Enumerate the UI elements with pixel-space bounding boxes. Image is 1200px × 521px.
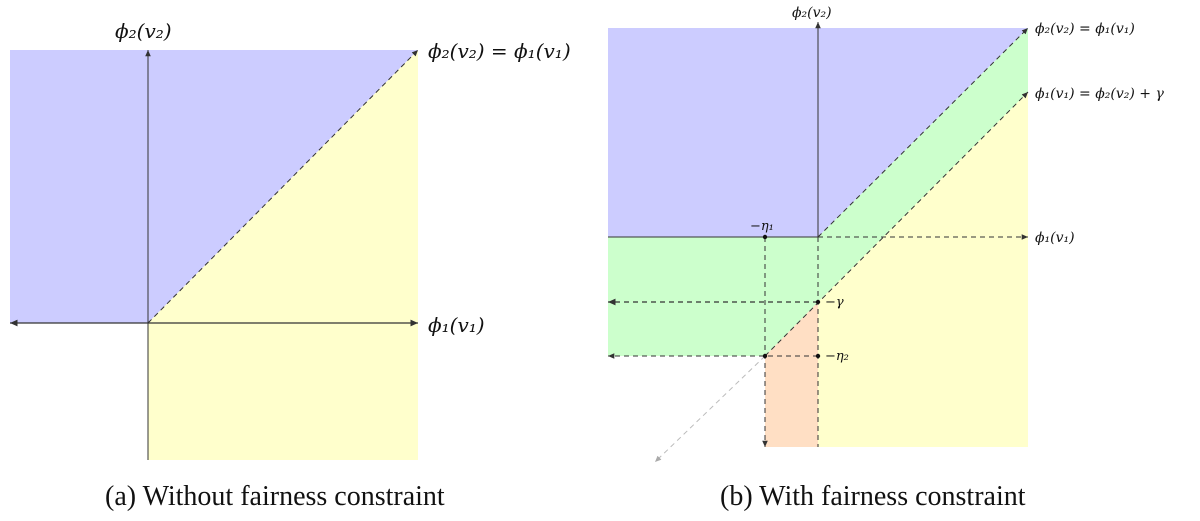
- region-b-yellow: [818, 92, 1028, 447]
- shifted-diagonal-b: [764, 91, 1029, 357]
- eta2-point-b: [815, 353, 821, 359]
- intersect-point-b: [762, 353, 768, 359]
- x-axis-label-b: ϕ₁(v₁): [1035, 230, 1075, 246]
- extension-line-b: [654, 355, 766, 463]
- diagonal-line-b: [817, 27, 1029, 238]
- gamma-label-b: −γ: [825, 295, 844, 310]
- region-a-blue: [10, 50, 418, 323]
- diagonal-label-b: ϕ₂(v₂) = ϕ₁(v₁): [1035, 21, 1135, 37]
- eta1-point-b: [762, 234, 768, 240]
- gamma-point-b: [815, 299, 821, 305]
- y-axis-label-a: ϕ₂(v₂): [115, 19, 172, 43]
- y-axis-label-b: ϕ₂(v₂): [792, 5, 832, 21]
- diagonal-line-a: [147, 49, 419, 324]
- region-a-yellow: [148, 50, 418, 460]
- region-b-orange: [765, 302, 818, 447]
- eta2-label-b: −η₂: [825, 349, 849, 364]
- caption-b: (b) With fairness constraint: [720, 481, 1026, 512]
- x-axis-label-a: ϕ₁(v₁): [428, 313, 485, 337]
- caption-a: (a) Without fairness constraint: [105, 481, 445, 512]
- diagonal-label-a: ϕ₂(v₂) = ϕ₁(v₁): [428, 39, 571, 63]
- panel-b: ϕ₂(v₂) ϕ₂(v₂) = ϕ₁(v₁) ϕ₁(v₁) = ϕ₂(v₂) +…: [608, 5, 1164, 512]
- panel-a: ϕ₂(v₂) ϕ₁(v₁) ϕ₂(v₂) = ϕ₁(v₁) (a) Withou…: [10, 19, 571, 512]
- shifted-label-b: ϕ₁(v₁) = ϕ₂(v₂) + γ: [1035, 86, 1164, 102]
- region-b-green: [608, 28, 1028, 356]
- eta1-label-b: −η₁: [750, 219, 774, 234]
